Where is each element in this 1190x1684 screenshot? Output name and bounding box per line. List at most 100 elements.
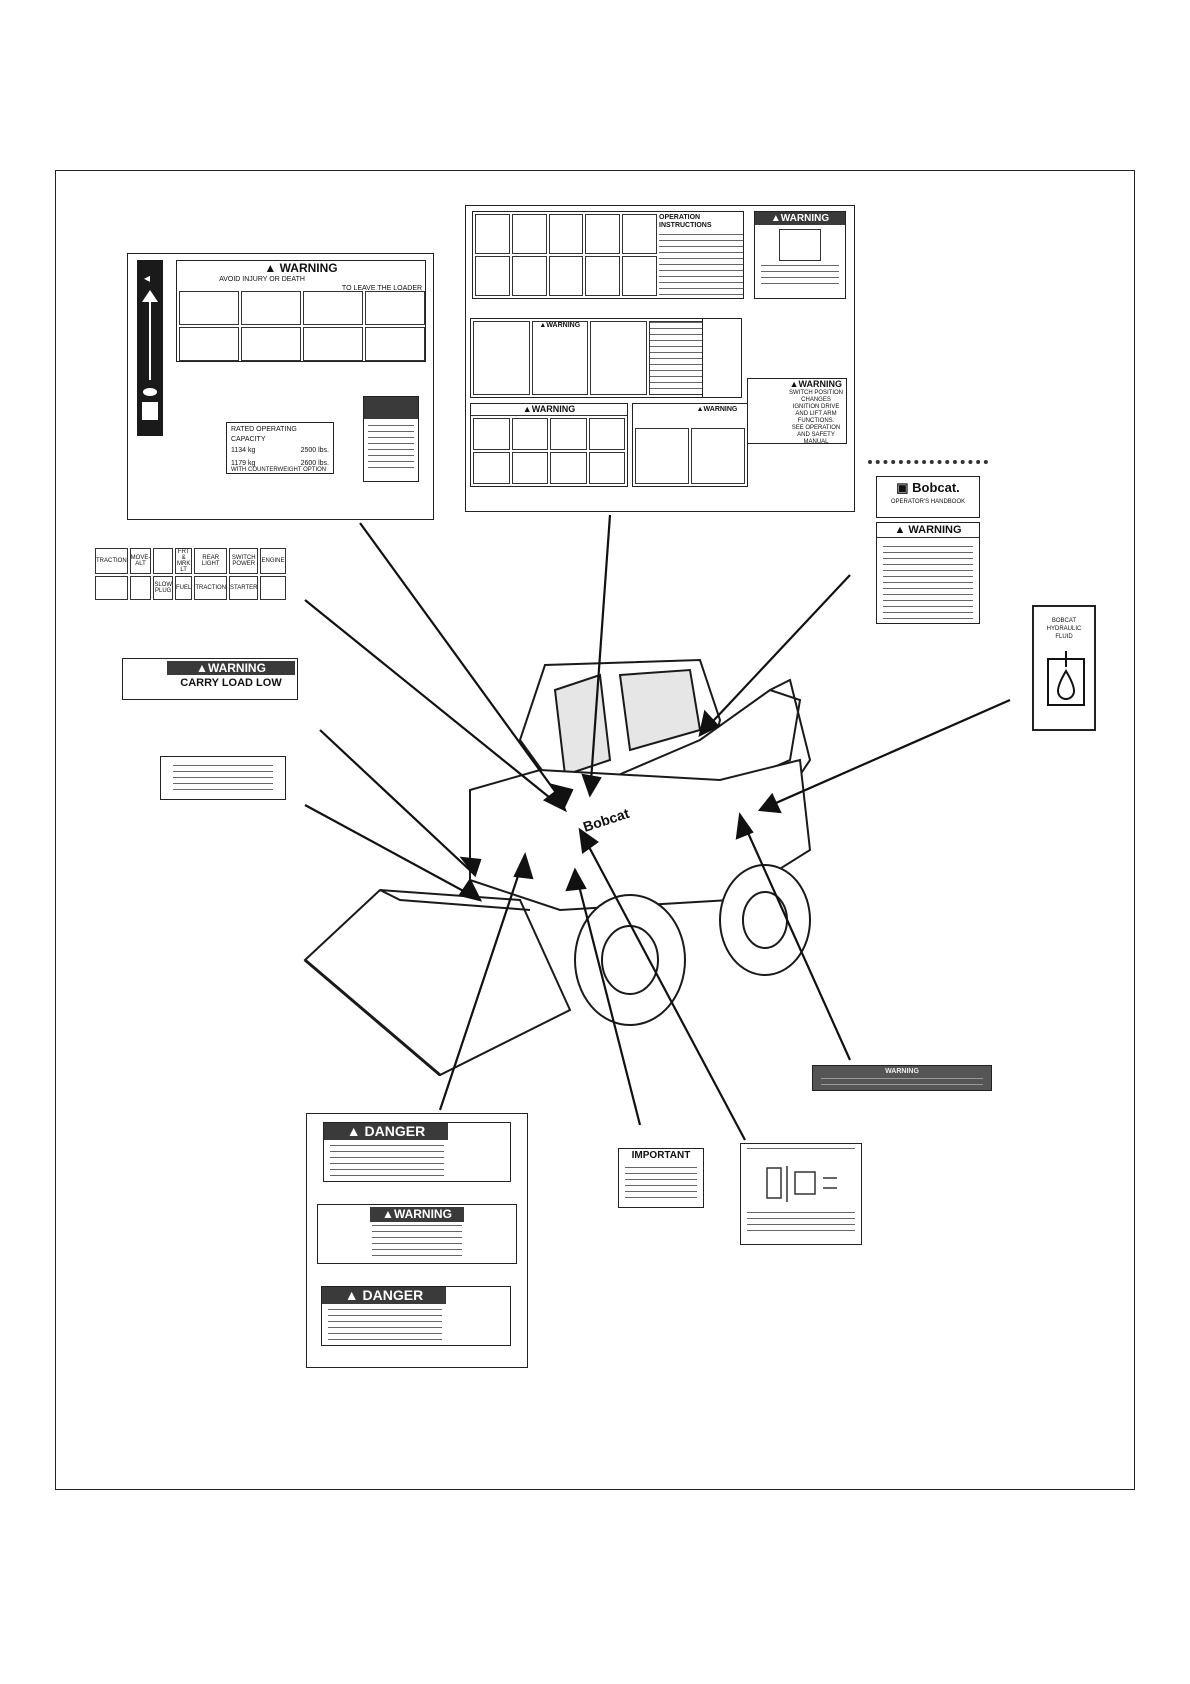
loader-bucket xyxy=(303,888,572,1077)
switch-line: AND SAFETY MANUAL xyxy=(797,432,835,445)
danger-2-bar: ▲ DANGER xyxy=(322,1287,446,1304)
operation-decal-group: OPERATION INSTRUCTIONS ▲WARNING ▲WARNING… xyxy=(465,205,855,512)
fuse-cell: ENGINE xyxy=(260,548,286,574)
svg-text:◂: ◂ xyxy=(144,271,150,285)
fluid-line: HYDRAULIC xyxy=(1046,626,1082,632)
fuse-cell xyxy=(260,576,286,600)
switch-line: SEE OPERATION xyxy=(791,425,841,431)
lift-arm-warning-strip: WARNING xyxy=(812,1065,992,1091)
warning-triangle-icon: ▲ xyxy=(264,261,277,275)
rops-subheading: AVOID INJURY OR DEATH xyxy=(219,276,305,283)
rops-pictogram xyxy=(365,327,425,361)
ops-mid-right-pictogram xyxy=(702,318,742,398)
ops-pictogram xyxy=(475,256,510,296)
ops-pictogram xyxy=(475,214,510,254)
warning-mid-pictogram-left xyxy=(320,1207,366,1261)
capacity-cw-lb: 2600 lbs. xyxy=(300,460,329,467)
switch-warning-decal: ▲WARNING SWITCH POSITION CHANGES IGNITIO… xyxy=(747,378,847,445)
ops-instructions: OPERATION INSTRUCTIONS xyxy=(659,214,743,300)
ops-pictogram xyxy=(622,256,657,296)
switch-line: CHANGES xyxy=(801,397,831,403)
danger-2-label: DANGER xyxy=(362,1287,424,1303)
danger-decal-group: ▲ DANGER ▲WARNING ▲ DANGER xyxy=(306,1113,528,1368)
ops-mid-warning: ▲WARNING xyxy=(531,321,589,395)
ops-bottom-right-pictogram xyxy=(691,428,745,484)
service-decal-text xyxy=(747,1212,855,1236)
lift-arm-warning-text xyxy=(821,1078,983,1086)
warning-triangle-icon: ▲ xyxy=(770,213,781,224)
fuse-cell: FUEL xyxy=(175,576,193,600)
handbook-decal: ▣ Bobcat. OPERATOR'S HANDBOOK ▲ WARNING xyxy=(868,460,988,635)
handbook-warning-label: WARNING xyxy=(908,524,962,536)
important-decal: IMPORTANT xyxy=(618,1148,704,1208)
ops-instructions-title: OPERATION INSTRUCTIONS xyxy=(659,214,712,229)
warning-triangle-icon: ▲ xyxy=(346,1123,361,1139)
warning-triangle-icon: ▲ xyxy=(196,661,208,675)
fuse-cell: MOVE-ALT xyxy=(129,548,152,574)
capacity-title: RATED OPERATING CAPACITY xyxy=(231,426,297,443)
danger-1-text xyxy=(330,1145,444,1177)
ops-bottom-pictogram xyxy=(550,418,587,450)
info-decal-left xyxy=(160,756,286,800)
ops-warning-top: ▲WARNING xyxy=(754,211,846,299)
ops-bottom-pictogram xyxy=(588,418,625,450)
warning-triangle-icon: ▲ xyxy=(382,1207,394,1221)
fuse-cell xyxy=(153,548,174,574)
ops-warning-top-text xyxy=(761,265,839,287)
capacity-std-lb: 2500 lbs. xyxy=(300,447,329,454)
loader-wheel-front xyxy=(574,894,686,1026)
ops-bottom-pictogram xyxy=(550,452,587,484)
handbook-brand: Bobcat. xyxy=(912,480,960,495)
ops-bottom-pictogram xyxy=(473,452,510,484)
danger-2-pictogram xyxy=(450,1289,508,1343)
ops-pictogram xyxy=(548,256,584,296)
arrow-up-icon: ◂ xyxy=(142,271,158,420)
ops-pictogram xyxy=(585,214,621,254)
loader-wheel-rear xyxy=(719,864,811,976)
warning-triangle-icon: ▲ xyxy=(344,1287,359,1303)
fuse-cell: TRACTION xyxy=(95,548,128,574)
carry-load-text: CARRY LOAD LOW xyxy=(180,677,282,689)
danger-1-bar: ▲ DANGER xyxy=(324,1123,448,1140)
fuse-cell: SLOW PLUG xyxy=(153,576,174,600)
ops-warning-top-label: WARNING xyxy=(780,213,830,224)
ops-bottom-warning-label: WARNING xyxy=(531,404,576,414)
ops-instructions-text xyxy=(659,234,743,300)
danger-decal-1: ▲ DANGER xyxy=(323,1122,511,1182)
handbook-label: OPERATOR'S HANDBOOK xyxy=(890,499,966,505)
carry-load-warning-bar: ▲WARNING xyxy=(167,661,295,675)
ops-bottom-panel: ▲WARNING xyxy=(470,403,628,487)
fuse-cell: REAR LIGHT xyxy=(194,548,228,574)
loader-cab-grille xyxy=(553,673,612,777)
ops-bottom-pictogram xyxy=(511,452,548,484)
ops-mid-warning-label: WARNING xyxy=(546,322,581,329)
switch-line: SWITCH POSITION xyxy=(789,390,843,396)
rops-warning-label: WARNING xyxy=(279,261,338,275)
ops-warning-top-bar: ▲WARNING xyxy=(755,212,845,225)
service-decal-header xyxy=(747,1148,855,1154)
ops-mid-pictogram xyxy=(590,321,647,395)
service-decal-pictogram xyxy=(757,1158,845,1208)
rops-pictogram xyxy=(179,291,239,325)
rops-decal-group: ◂ ▲ WARNING AVOID INJURY OR DEATH TO LEA… xyxy=(127,253,434,520)
capacity-cw-kg: 1179 kg xyxy=(231,460,256,467)
carry-load-pictogram xyxy=(125,661,165,697)
warning-mid-pictogram-right xyxy=(468,1207,514,1261)
bobcat-logo-icon: ▣ xyxy=(896,480,909,495)
ops-bottom-pictogram xyxy=(511,418,548,450)
fuse-cell: SWITCH POWER xyxy=(229,548,259,574)
rops-subheading-right: TO LEAVE THE LOADER xyxy=(341,285,423,292)
fuse-cell xyxy=(129,576,152,600)
ops-bottom-pictogram xyxy=(473,418,510,450)
warning-mid-text xyxy=(372,1225,462,1259)
fuse-cell: TRACTION xyxy=(194,576,228,600)
hydraulic-fluid-decal: BOBCAT HYDRAULIC FLUID xyxy=(1032,605,1096,731)
fluid-drop-icon xyxy=(1047,651,1085,706)
rops-pictogram xyxy=(179,327,239,361)
ops-top-panel: OPERATION INSTRUCTIONS xyxy=(472,211,744,300)
ops-bottom-pictogram xyxy=(588,452,625,484)
warning-triangle-icon: ▲ xyxy=(522,404,532,414)
switch-line: IGNITION DRIVE xyxy=(792,404,840,410)
rops-warning-panel: ▲ WARNING AVOID INJURY OR DEATH TO LEAVE… xyxy=(176,260,426,362)
rops-pictogram xyxy=(303,291,363,325)
